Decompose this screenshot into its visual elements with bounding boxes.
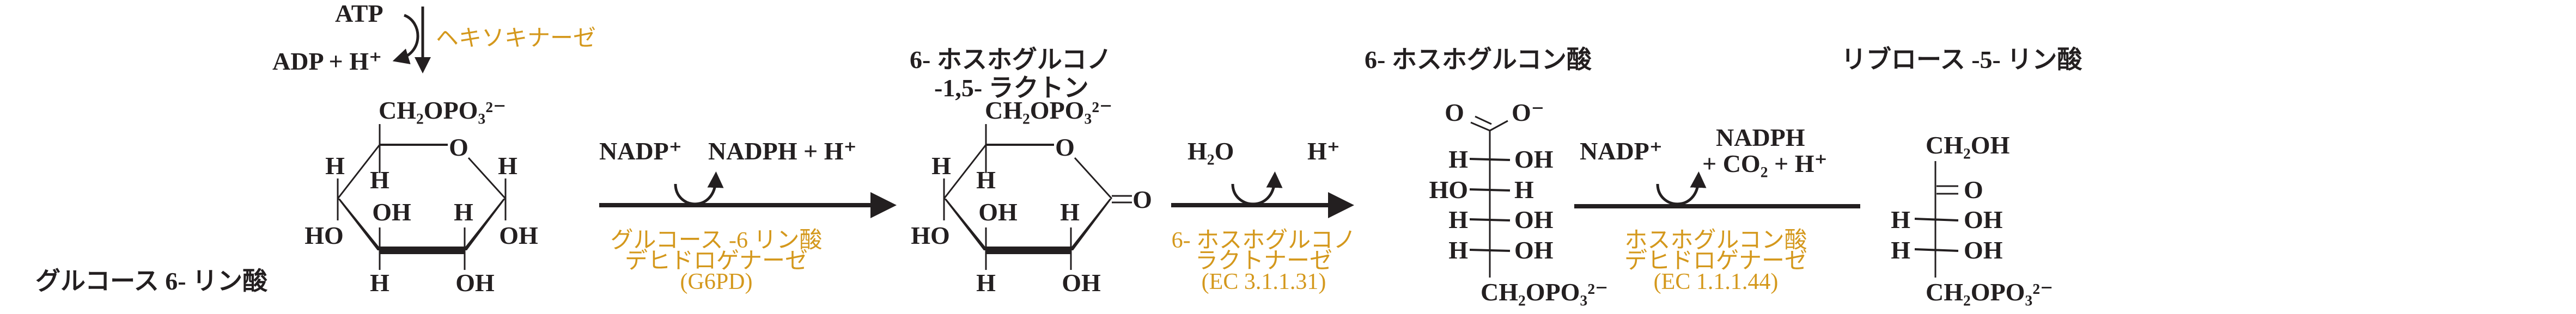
substituent-label: H <box>454 198 473 226</box>
ch2opo3-label: CH₂OPO₃²⁻ <box>985 96 1112 124</box>
6-phosphogluconate: 6- ホスホグルコン酸 O O⁻ H OH HO H H OH H OH CH₂… <box>1365 46 1608 306</box>
substituent-label: H <box>1448 236 1468 264</box>
compound-name-glucose-6-phosphate: グルコース 6- リン酸 <box>35 267 268 295</box>
curved-arrow-icon <box>674 171 724 206</box>
enzyme-label: (G6PD) <box>680 269 753 294</box>
hexokinase-enzyme-label: ヘキソキナーゼ <box>436 26 596 51</box>
6-phosphoglucono-lactone: 6- ホスホグルコノ -1,5- ラクトン CH₂OPO₃²⁻ O O H H … <box>910 46 1152 297</box>
enzyme-label: デヒドロゲナーゼ <box>625 248 808 274</box>
substituent-label: OH <box>499 221 538 249</box>
adp-label: ADP + H⁺ <box>272 47 382 75</box>
enzyme-label: ラクトナーゼ <box>1195 249 1332 274</box>
cofactor-out-label: NADPH + H⁺ <box>708 137 857 165</box>
substituent-label: OH <box>1514 236 1554 264</box>
glucose-6-phosphate: CH₂OPO₃²⁻ O H H OH H H HO OH H OH グルコース … <box>35 96 538 297</box>
enzyme-label: 6- ホスホグルコノ <box>1172 228 1356 253</box>
substituent-label: H <box>498 152 517 180</box>
ribulose-5-phosphate: リブロース -5- リン酸 CH₂OH O H OH H OH CH₂OPO₃²… <box>1841 46 2082 306</box>
substituent-label: H <box>976 269 996 297</box>
ch2oh-label: CH₂OH <box>1926 131 2010 159</box>
curved-arrow-icon <box>1231 171 1283 206</box>
compound-name: 6- ホスホグルコン酸 <box>1365 46 1592 73</box>
substituent-label: OH <box>1062 269 1101 297</box>
enzyme-label: (EC 3.1.1.31) <box>1202 269 1326 294</box>
substituent-label: OH <box>1514 206 1554 233</box>
atp-label: ATP <box>335 0 383 27</box>
substituent-label: H <box>1891 206 1910 233</box>
reaction-step-g6pd: NADP⁺ NADPH + H⁺ グルコース -6 リン酸 デヒドロゲナーゼ (… <box>599 137 897 294</box>
substituent-label: H <box>1060 198 1080 226</box>
reaction-step-lactonase: H₂O H⁺ 6- ホスホグルコノ ラクトナーゼ (EC 3.1.1.31) <box>1171 137 1356 294</box>
curved-arrow-icon <box>1656 171 1707 206</box>
enzyme-label: グルコース -6 リン酸 <box>610 228 822 253</box>
substituent-label: H <box>931 152 951 180</box>
substituent-label: H <box>370 166 389 194</box>
substituent-label: H <box>1448 206 1468 233</box>
enzyme-label: (EC 1.1.1.44) <box>1654 269 1779 294</box>
product-label: H⁺ <box>1307 137 1340 165</box>
carboxyl-oxygen: O <box>1445 98 1464 126</box>
ring-oxygen: O <box>449 133 468 161</box>
substituent-label: H <box>370 269 389 297</box>
substituent-label: OH <box>372 198 411 226</box>
ch2opo3-label: CH₂OPO₃²⁻ <box>1926 278 2053 306</box>
substituent-label: HO <box>305 221 344 249</box>
substituent-label: H <box>976 166 996 194</box>
substituent-label: OH <box>978 198 1018 226</box>
enzyme-label: デヒドロゲナーゼ <box>1624 248 1807 274</box>
compound-name-line: -1,5- ラクトン <box>934 74 1089 102</box>
reactant-label: H₂O <box>1187 137 1234 165</box>
ch2opo3-label: CH₂OPO₃²⁻ <box>379 96 506 124</box>
ring-oxygen: O <box>1055 133 1075 161</box>
product-label: NADPH <box>1716 124 1805 151</box>
substituent-label: HO <box>911 221 950 249</box>
reaction-step-6pgd: NADP⁺ NADPH + CO₂ + H⁺ ホスホグルコン酸 デヒドロゲナーゼ… <box>1574 124 1860 294</box>
substituent-label: OH <box>1964 236 2003 264</box>
cofactor-in-label: NADP⁺ <box>599 137 682 165</box>
product-label: + CO₂ + H⁺ <box>1702 150 1828 177</box>
substituent-label: OH <box>455 269 495 297</box>
keto-oxygen: O <box>1964 176 1983 204</box>
ch2opo3-label: CH₂OPO₃²⁻ <box>1481 278 1608 306</box>
substituent-label: H <box>1514 176 1534 204</box>
substituent-label: OH <box>1514 145 1554 173</box>
carboxylate-oxygen: O⁻ <box>1512 98 1544 126</box>
substituent-label: OH <box>1964 206 2003 233</box>
compound-name-line: 6- ホスホグルコノ <box>910 46 1112 73</box>
hexokinase-step: ATP ADP + H⁺ ヘキソキナーゼ <box>272 0 596 75</box>
cofactor-in-label: NADP⁺ <box>1580 137 1662 165</box>
curved-arrow-icon <box>392 14 419 64</box>
enzyme-label: ホスホグルコン酸 <box>1624 228 1807 253</box>
carbonyl-oxygen: O <box>1132 186 1152 213</box>
compound-name: リブロース -5- リン酸 <box>1841 46 2082 73</box>
substituent-label: H <box>1448 145 1468 173</box>
substituent-label: H <box>325 152 345 180</box>
substituent-label: H <box>1891 236 1910 264</box>
substituent-label: HO <box>1429 176 1468 204</box>
